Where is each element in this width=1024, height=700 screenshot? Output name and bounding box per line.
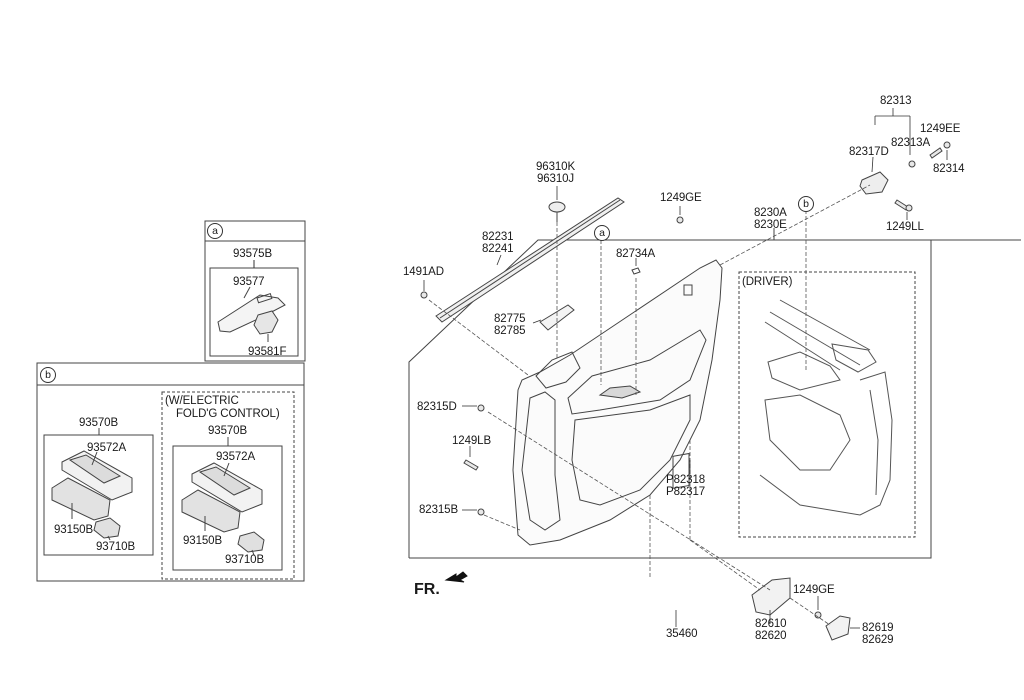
trim-cover-part [539,304,575,331]
front-direction-label: FR. [414,581,440,598]
front-arrow-icon [444,571,468,583]
part-label: 93572A [87,442,127,454]
part-label: 82314 [933,163,965,175]
part-label: 82313A [891,137,931,149]
part-label: 93575B [233,248,273,260]
part-label: 93577 [233,276,265,288]
part-label: 35460 [666,628,698,640]
part-label: 82313 [880,95,912,107]
door-trim-panel [512,259,723,546]
tweeter-part [548,201,566,222]
driver-note: (DRIVER) [742,276,793,288]
part-label: 93570B [208,425,248,437]
fasteners [420,141,951,619]
part-label: 93150B [54,524,94,536]
part-label: 1491AD [403,266,444,278]
leader-lines [428,184,871,626]
part-label: 93570B [79,417,119,429]
part-label-pair: 82231 82241 [482,231,514,255]
part-label: 82315B [419,504,459,516]
part-label: 82734A [616,248,656,260]
part-label: 82317D [849,146,889,158]
inset-b-switch-parts [51,450,265,556]
callout-a-inset: a [207,223,223,239]
callout-b-main: b [798,196,814,212]
inset-a-frame [204,220,306,362]
part-label-pair: 82610 82620 [755,618,787,642]
weatherstrip-part [435,197,625,323]
electric-fold-note: (W/ELECTRIC [165,395,239,407]
part-label-pair: 8230A 8230E [754,207,787,231]
driver-door-sketch [759,299,893,516]
part-label-pair: P82318 P82317 [666,474,706,498]
part-label: 93710B [225,554,265,566]
clip-part [631,267,641,275]
part-label: 1249LL [886,221,924,233]
part-label: 1249EE [920,123,961,135]
part-label: 93572A [216,451,256,463]
part-label-pair: 82775 82785 [494,313,526,337]
part-label: 82315D [417,401,457,413]
part-label: 93710B [96,541,136,553]
inset-a-switch-panel-part [217,286,286,342]
electric-fold-note: FOLD'G CONTROL) [176,408,280,420]
callout-b-inset: b [40,367,56,383]
part-label-pair: 82619 82629 [862,622,894,646]
part-label: 93581F [248,346,287,358]
part-label: 93150B [183,535,223,547]
caution-label-part [672,452,690,489]
inner-handle-part [751,577,791,616]
inset-b-frame [36,362,305,582]
callout-a-main: a [594,225,610,241]
handle-cover-part [825,615,851,641]
bracket-part [859,171,889,195]
part-label: 1249GE [793,584,835,596]
part-label: 1249GE [660,192,702,204]
part-label-pair: 96310K 96310J [536,161,576,185]
label-leaders [423,108,948,629]
part-label: 1249LB [452,435,492,447]
